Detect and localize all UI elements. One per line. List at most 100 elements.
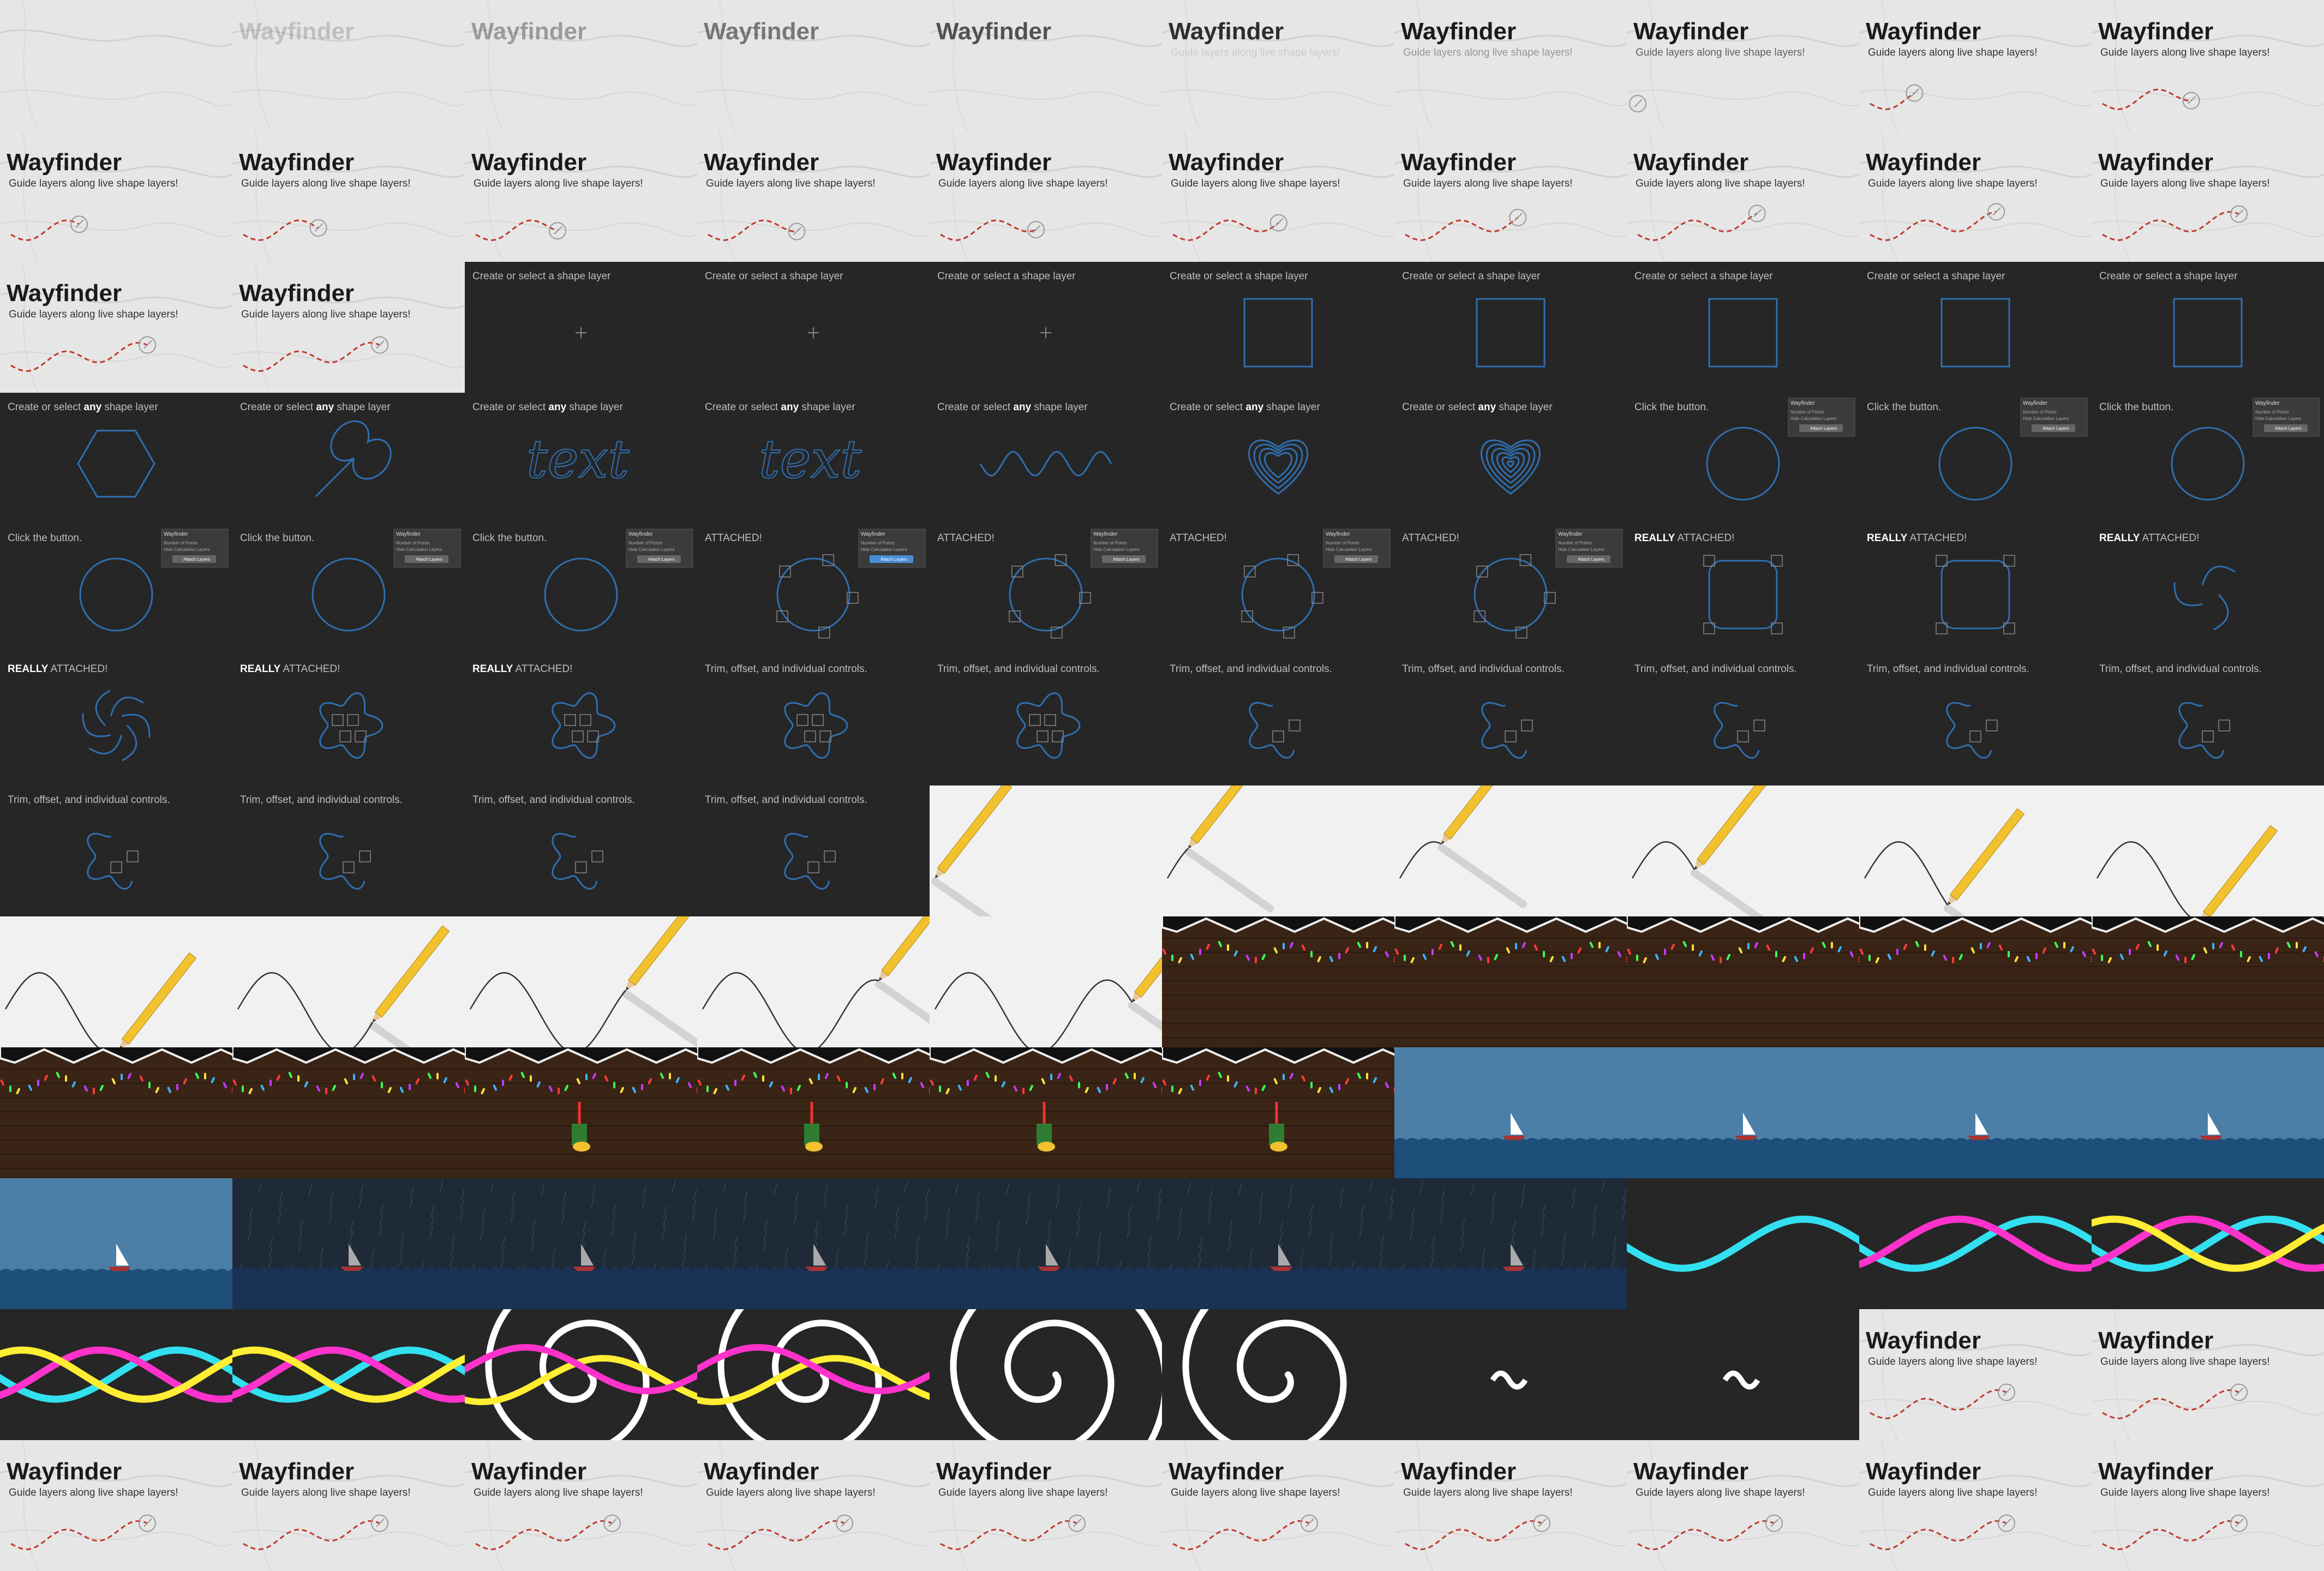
dashed-trail [475,219,558,241]
arrow-ribbon [1859,1215,2092,1272]
compass-icon [139,336,156,354]
attach-layers-button[interactable] [2032,424,2075,432]
spoon-shape [315,420,392,497]
panel-button-label: Attach Layers [183,557,210,562]
dark-background [1627,524,1859,655]
title-text: Wayfinder [239,18,354,45]
dark-background [2092,655,2324,786]
tutorial-frame: Create or select any shape layer [930,393,1162,524]
paper-background [465,1440,697,1571]
title-text: Wayfinder [1866,18,1981,45]
panel-row: Hide Calculation Layers [1326,547,1372,552]
trimmed-shape [319,832,371,890]
subtitle-text: Guide layers along live shape layers! [1868,1487,2038,1498]
attach-layers-button[interactable] [405,555,448,563]
panel-title: Wayfinder [2255,400,2280,406]
tutorial-caption: REALLY ATTACHED! [8,663,107,675]
compass-icon [1998,1514,2015,1532]
attach-layers-button[interactable] [870,555,913,563]
board-frame [2092,916,2324,1047]
tutorial-caption: Create or select a shape layer [1634,271,1773,282]
board-frame [232,1047,465,1178]
white-paper-background [930,786,1162,916]
dark-background [465,393,697,524]
heart-shapes [1480,439,1541,495]
white-paper-background [1859,786,2092,916]
attach-layers-button[interactable] [637,555,681,563]
panel-row: Hide Calculation Layers [396,547,442,552]
attach-layers-button[interactable] [1799,424,1843,432]
sea-frame [465,1178,697,1309]
arrow-ribbon [2092,1215,2324,1272]
pencil-frame [930,916,1162,1047]
title-text: Wayfinder [1633,18,1748,45]
paper-background [1859,0,2092,131]
panel-row: Number of Points [1326,541,1359,545]
dashed-trail [1637,213,1758,241]
dark-background [1394,655,1627,786]
board-frame [1162,916,1394,1047]
subtitle-text: Guide layers along live shape layers! [1636,1487,1805,1498]
paper-background [1394,0,1627,131]
board-frame [697,1047,930,1178]
pencil-frame [697,916,930,1047]
attach-layers-button[interactable] [172,555,216,563]
paper-background [1627,1440,1859,1571]
squiggle-icon [1722,1370,1760,1390]
tutorial-frame: Create or select a shape layer [1394,262,1627,393]
dashed-trail [708,1520,845,1550]
title-text: Wayfinder [7,1458,122,1485]
sea-water [1859,1140,2092,1178]
twisted-shape [82,689,151,761]
dark-background [697,655,930,786]
dashed-trail [1870,1520,2007,1550]
spiral-frame [465,1309,697,1440]
sea-water [1394,1140,1627,1178]
pencil-line [1631,841,1696,879]
spiral-arrow [717,1309,882,1440]
panel-button-label: Attach Layers [1113,557,1140,562]
attach-layers-button[interactable] [1567,555,1610,563]
tutorial-frame: REALLY ATTACHED! [2092,524,2324,655]
sea-water [232,1271,465,1309]
sea-water [1162,1271,1394,1309]
pencil-line [237,972,374,1047]
subtitle-text: Guide layers along live shape layers! [1868,1356,2038,1368]
title-text: Wayfinder [936,18,1051,45]
tutorial-caption: Click the button. [472,532,547,544]
attach-layers-button[interactable] [2264,424,2308,432]
paper-background [1162,131,1394,262]
attach-layers-button[interactable] [1102,555,1146,563]
paper-background [0,262,232,393]
subtitle-text: Guide layers along live shape layers! [2100,47,2270,58]
arrows-frame [1627,1178,1859,1309]
stocking-icon [1037,1102,1055,1152]
attach-layers-button[interactable] [1334,555,1378,563]
tutorial-caption: ATTACHED! [1170,532,1227,544]
sea-water [697,1271,930,1309]
intro-frame: Wayfinder [232,0,465,131]
arrow-ribbon [232,1346,465,1403]
paper-background [2092,131,2324,262]
tutorial-frame: REALLY ATTACHED! [1627,524,1859,655]
tutorial-caption: ATTACHED! [937,532,995,544]
arrows-frame [232,1309,465,1440]
pencil-frame [1394,786,1627,916]
square-shape [2173,298,2243,368]
pencil-line [1399,841,1442,879]
pencil-icon [935,786,1013,878]
tutorial-frame: Trim, offset, and individual controls. [1859,655,2092,786]
pencil-line [702,972,879,1047]
tutorial-caption: Trim, offset, and individual controls. [937,663,1100,675]
title-text: Wayfinder [239,280,354,307]
stocking-icon [572,1102,590,1152]
panel-button-label: Attach Layers [1345,557,1372,562]
stocking-icon [804,1102,823,1152]
panel-row: Hide Calculation Layers [2023,416,2069,421]
tutorial-frame: Trim, offset, and individual controls. [1394,655,1627,786]
panel-row: Hide Calculation Layers [861,547,907,552]
